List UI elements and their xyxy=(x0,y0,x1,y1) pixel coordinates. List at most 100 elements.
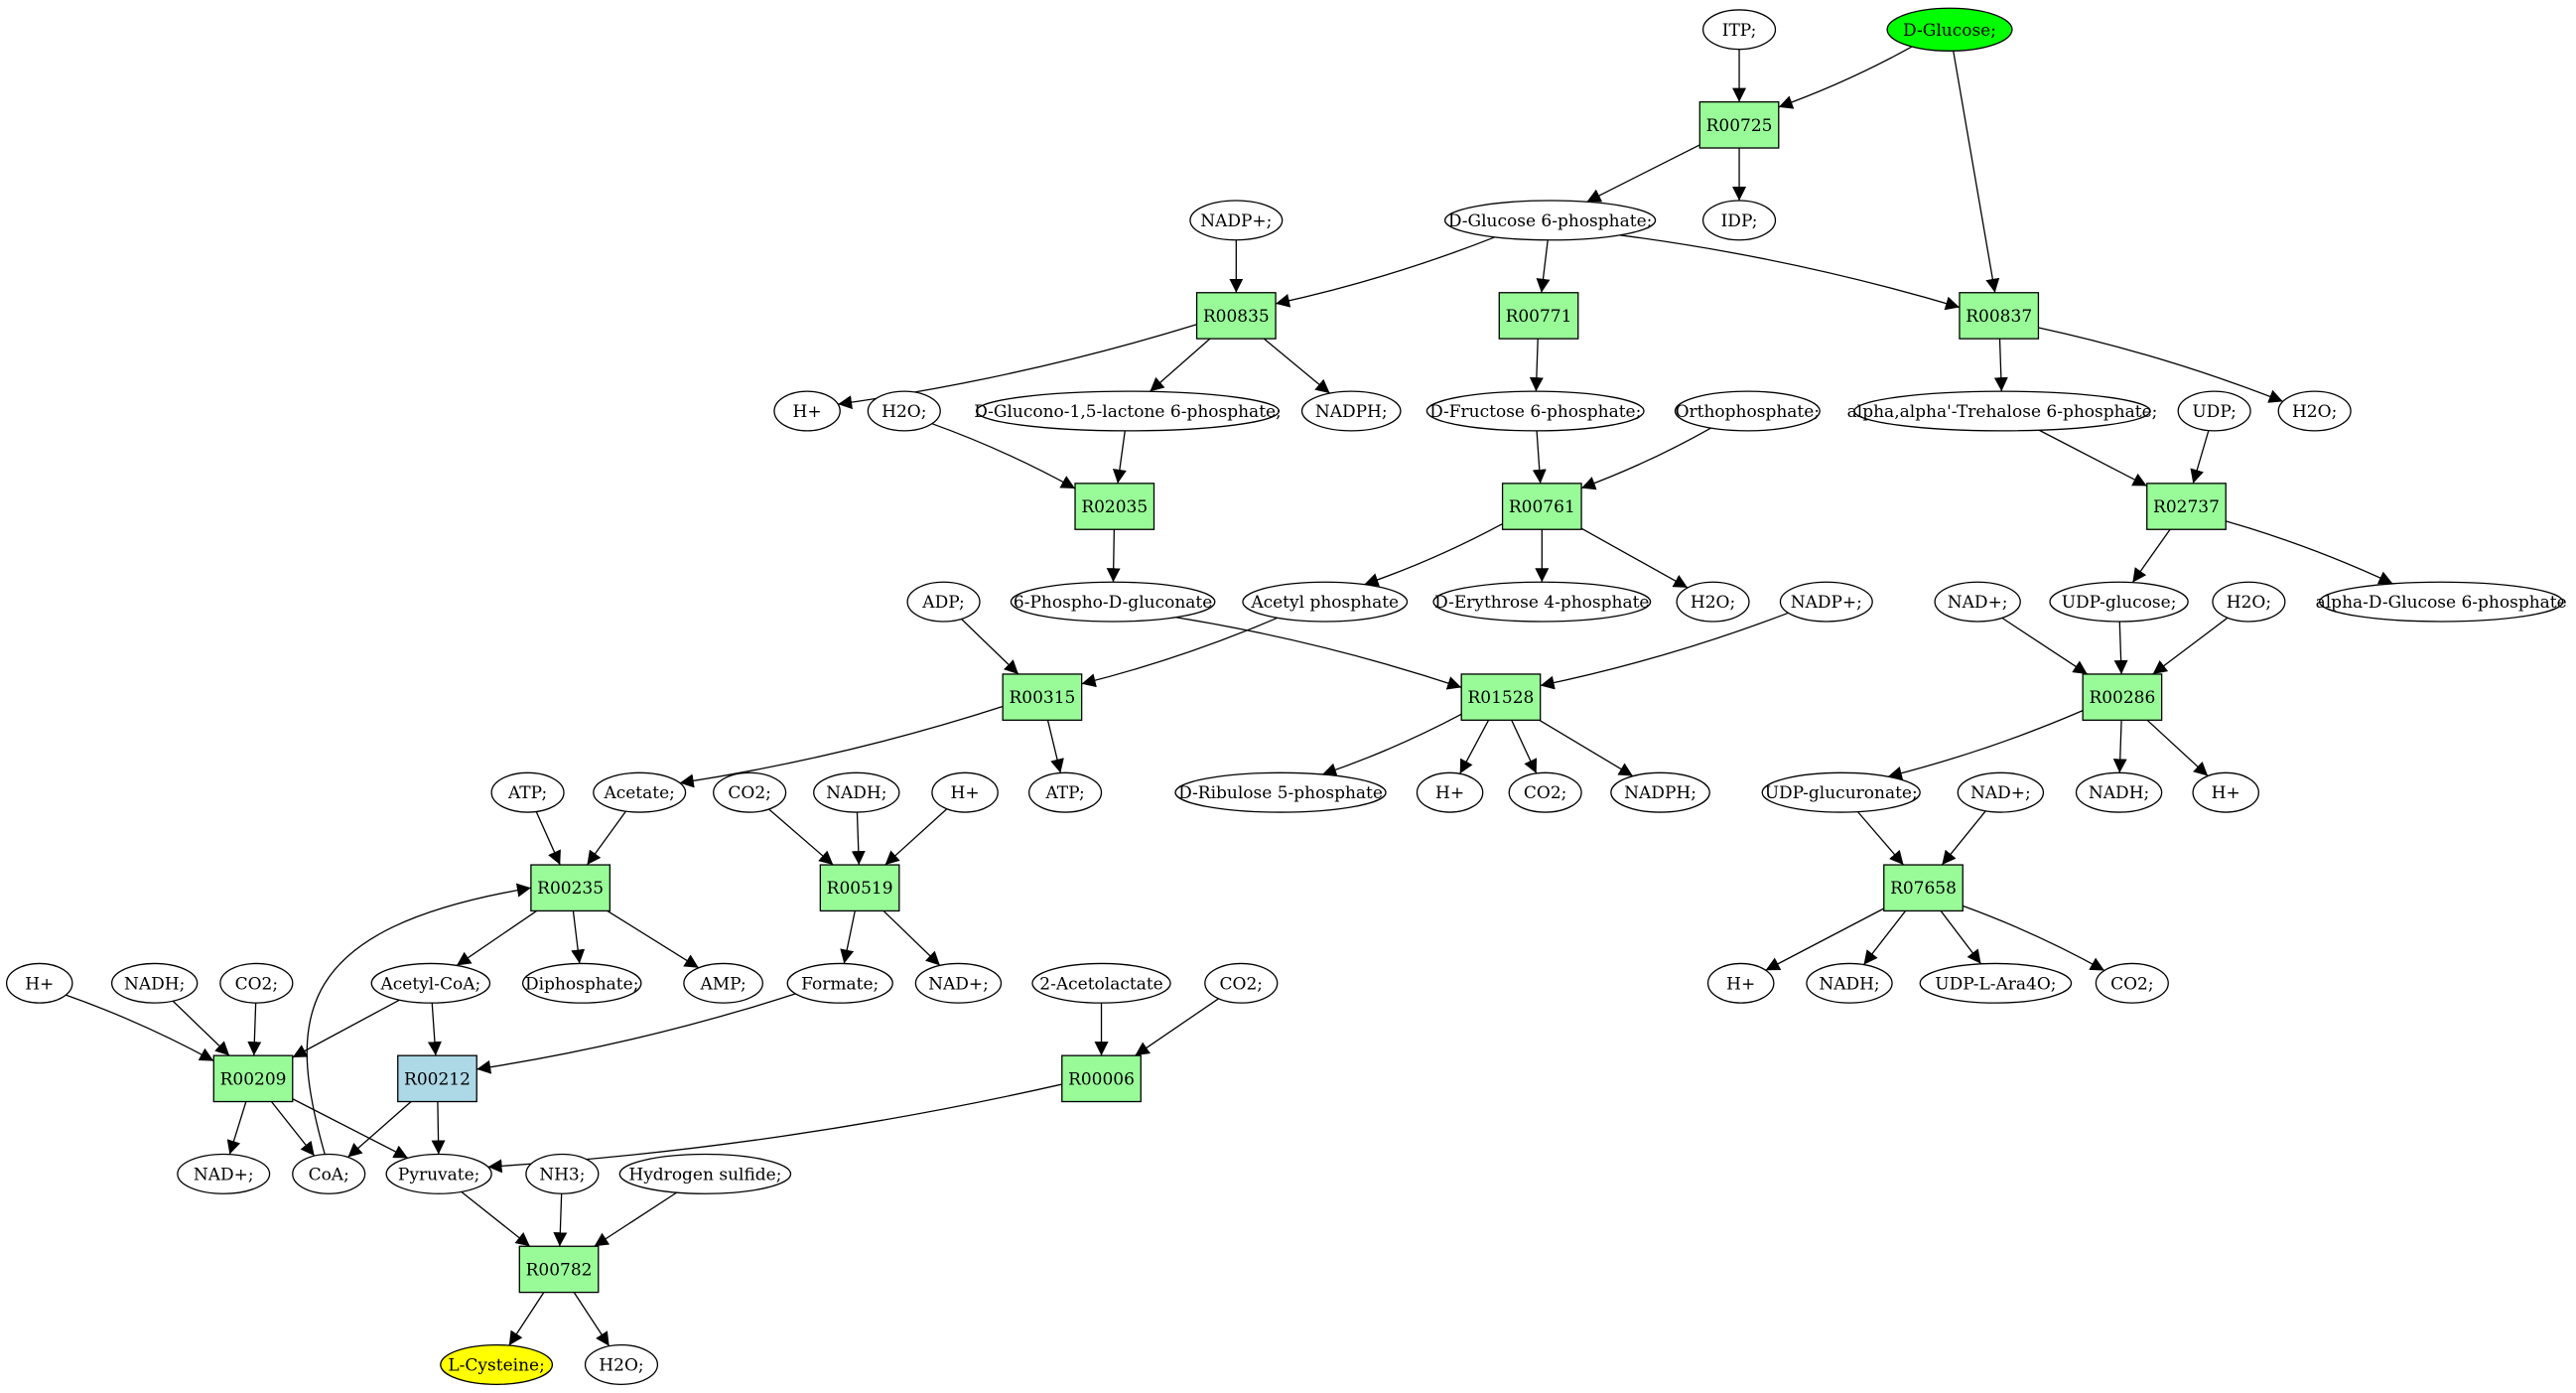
node-h2o3[interactable]: H2O; xyxy=(1676,581,1750,623)
h2o5-ellipse xyxy=(584,1343,659,1386)
node-r00837[interactable]: R00837 xyxy=(1959,292,2040,340)
node-r00761[interactable]: R00761 xyxy=(1501,483,1582,530)
node-r00315[interactable]: R00315 xyxy=(1002,673,1083,721)
edge-r00837-to-trehalose6p xyxy=(1993,339,2008,392)
co2d-ellipse xyxy=(1204,962,1279,1004)
node-nh3[interactable]: NH3; xyxy=(525,1153,600,1194)
hplus5-label: H+ xyxy=(25,974,54,994)
node-hplus4[interactable]: H+ xyxy=(2192,771,2259,813)
node-co2b[interactable]: CO2; xyxy=(1508,771,1582,813)
node-h2o2[interactable]: H2O; xyxy=(2277,390,2352,432)
node-dglucono[interactable]: D-Glucono-1,5-lactone 6-phosphate; xyxy=(974,390,1282,432)
node-udp[interactable]: UDP; xyxy=(2177,390,2251,432)
node-nadh2[interactable]: NADH; xyxy=(2075,771,2163,813)
node-atp1[interactable]: ATP; xyxy=(490,771,565,813)
node-r00209[interactable]: R00209 xyxy=(212,1054,294,1103)
node-acetylp[interactable]: Acetyl phosphate xyxy=(1242,581,1409,623)
edge-r00235-to-acetylcoa xyxy=(456,909,538,966)
nadp2-ellipse xyxy=(1779,581,1873,623)
node-de4p[interactable]: D-Erythrose 4-phosphate xyxy=(1432,581,1652,623)
node-hplus1[interactable]: H+ xyxy=(773,390,841,432)
hplus5-ellipse xyxy=(5,962,73,1004)
nadh2-label: NADH; xyxy=(2089,783,2149,803)
node-pgluconate[interactable]: 6-Phospho-D-gluconate xyxy=(1010,581,1216,623)
node-r02035[interactable]: R02035 xyxy=(1074,483,1155,530)
pgluconate-ellipse xyxy=(1010,581,1216,623)
co2b-label: CO2; xyxy=(1524,783,1567,803)
node-nadp1[interactable]: NADP+; xyxy=(1189,200,1284,241)
node-r00519[interactable]: R00519 xyxy=(819,864,900,912)
node-h2s[interactable]: Hydrogen sulfide; xyxy=(618,1153,792,1194)
node-hplus6[interactable]: H+ xyxy=(1706,962,1775,1004)
node-nadh4[interactable]: NADH; xyxy=(1806,962,1893,1004)
node-r07658[interactable]: R07658 xyxy=(1883,864,1964,912)
node-itp[interactable]: ITP; xyxy=(1701,9,1777,51)
node-nad1[interactable]: NAD+; xyxy=(1934,581,2021,623)
node-nad2[interactable]: NAD+; xyxy=(1957,771,2045,813)
coa-ellipse xyxy=(292,1153,366,1194)
node-hplus3[interactable]: H+ xyxy=(1416,771,1484,813)
node-acetate[interactable]: Acetate; xyxy=(593,771,687,813)
node-acetolactate[interactable]: 2-Acetolactate xyxy=(1031,962,1171,1004)
node-nadph2[interactable]: NADPH; xyxy=(1610,771,1710,813)
node-dg6p[interactable]: D-Glucose 6-phosphate; xyxy=(1443,200,1657,241)
node-r02737[interactable]: R02737 xyxy=(2146,483,2227,530)
node-lcysteine[interactable]: L-Cysteine; xyxy=(440,1343,554,1386)
node-r00286[interactable]: R00286 xyxy=(2082,673,2163,721)
node-formate[interactable]: Formate; xyxy=(786,962,893,1004)
node-acetylcoa[interactable]: Acetyl-CoA; xyxy=(370,962,491,1004)
node-adp[interactable]: ADP; xyxy=(906,581,981,623)
node-nadh1[interactable]: NADH; xyxy=(813,771,900,813)
node-nadp2[interactable]: NADP+; xyxy=(1779,581,1873,623)
node-trehalose6p[interactable]: alpha,alpha'-Trehalose 6-phosphate; xyxy=(1847,390,2158,432)
node-hplus5[interactable]: H+ xyxy=(5,962,73,1004)
node-atp2[interactable]: ATP; xyxy=(1028,771,1103,813)
nadh2-ellipse xyxy=(2075,771,2163,813)
node-r00006[interactable]: R00006 xyxy=(1061,1054,1142,1103)
node-r00235[interactable]: R00235 xyxy=(530,864,611,912)
edge-r00286-to-hplus4 xyxy=(2146,719,2209,777)
node-r00212[interactable]: R00212 xyxy=(397,1054,477,1103)
co2d-label: CO2; xyxy=(1220,974,1264,994)
edge-co2d-to-r00006 xyxy=(1135,998,1219,1056)
node-r00782[interactable]: R00782 xyxy=(518,1245,600,1294)
node-co2e[interactable]: CO2; xyxy=(2095,962,2169,1004)
nadh4-label: NADH; xyxy=(1819,974,1879,994)
node-r01528[interactable]: R01528 xyxy=(1460,673,1542,721)
node-udparа[interactable]: UDP-L-Ara4O; xyxy=(1919,962,2073,1004)
node-dglucose[interactable]: D-Glucose; xyxy=(1886,7,2013,52)
node-nad3[interactable]: NAD+; xyxy=(914,962,1003,1004)
node-nad4[interactable]: NAD+; xyxy=(177,1153,271,1194)
node-adg6p[interactable]: alpha-D-Glucose 6-phosphate xyxy=(2316,581,2567,623)
r00761-box xyxy=(1501,483,1582,530)
node-co2a[interactable]: CO2; xyxy=(713,771,787,813)
node-hplus2[interactable]: H+ xyxy=(931,771,999,813)
edges-layer xyxy=(66,46,2393,1347)
node-ortho[interactable]: Orthophosphate; xyxy=(1674,390,1821,432)
edge-r00771-to-df6p xyxy=(1529,339,1544,392)
node-pyruvate[interactable]: Pyruvate; xyxy=(385,1153,492,1194)
node-h2o1[interactable]: H2O; xyxy=(867,390,941,432)
r00315-label: R00315 xyxy=(1009,688,1075,708)
node-udpglucose[interactable]: UDP-glucose; xyxy=(2049,581,2189,623)
node-coa[interactable]: CoA; xyxy=(292,1153,366,1194)
node-co2c[interactable]: CO2; xyxy=(219,962,294,1004)
node-r00835[interactable]: R00835 xyxy=(1195,292,1277,340)
node-r00771[interactable]: R00771 xyxy=(1498,292,1579,340)
node-nadph1[interactable]: NADPH; xyxy=(1300,390,1402,432)
node-amp[interactable]: AMP; xyxy=(683,962,764,1004)
nadh4-ellipse xyxy=(1806,962,1893,1004)
node-nadh3[interactable]: NADH; xyxy=(110,962,199,1004)
node-df6p[interactable]: D-Fructose 6-phosphate; xyxy=(1425,390,1645,432)
node-h2o5[interactable]: H2O; xyxy=(584,1343,659,1386)
node-r00725[interactable]: R00725 xyxy=(1698,101,1780,149)
edge-nadh1-to-r00519 xyxy=(851,812,866,866)
r00782-box xyxy=(518,1245,600,1294)
node-udpglucuronate[interactable]: UDP-glucuronate; xyxy=(1761,771,1921,813)
node-idp[interactable]: IDP; xyxy=(1701,200,1777,241)
node-h2o4[interactable]: H2O; xyxy=(2212,581,2286,623)
pyruvate-ellipse xyxy=(385,1153,492,1194)
node-dr5p[interactable]: D-Ribulose 5-phosphate xyxy=(1174,771,1387,813)
node-co2d[interactable]: CO2; xyxy=(1204,962,1279,1004)
node-diphosphate[interactable]: Diphosphate; xyxy=(521,962,642,1004)
